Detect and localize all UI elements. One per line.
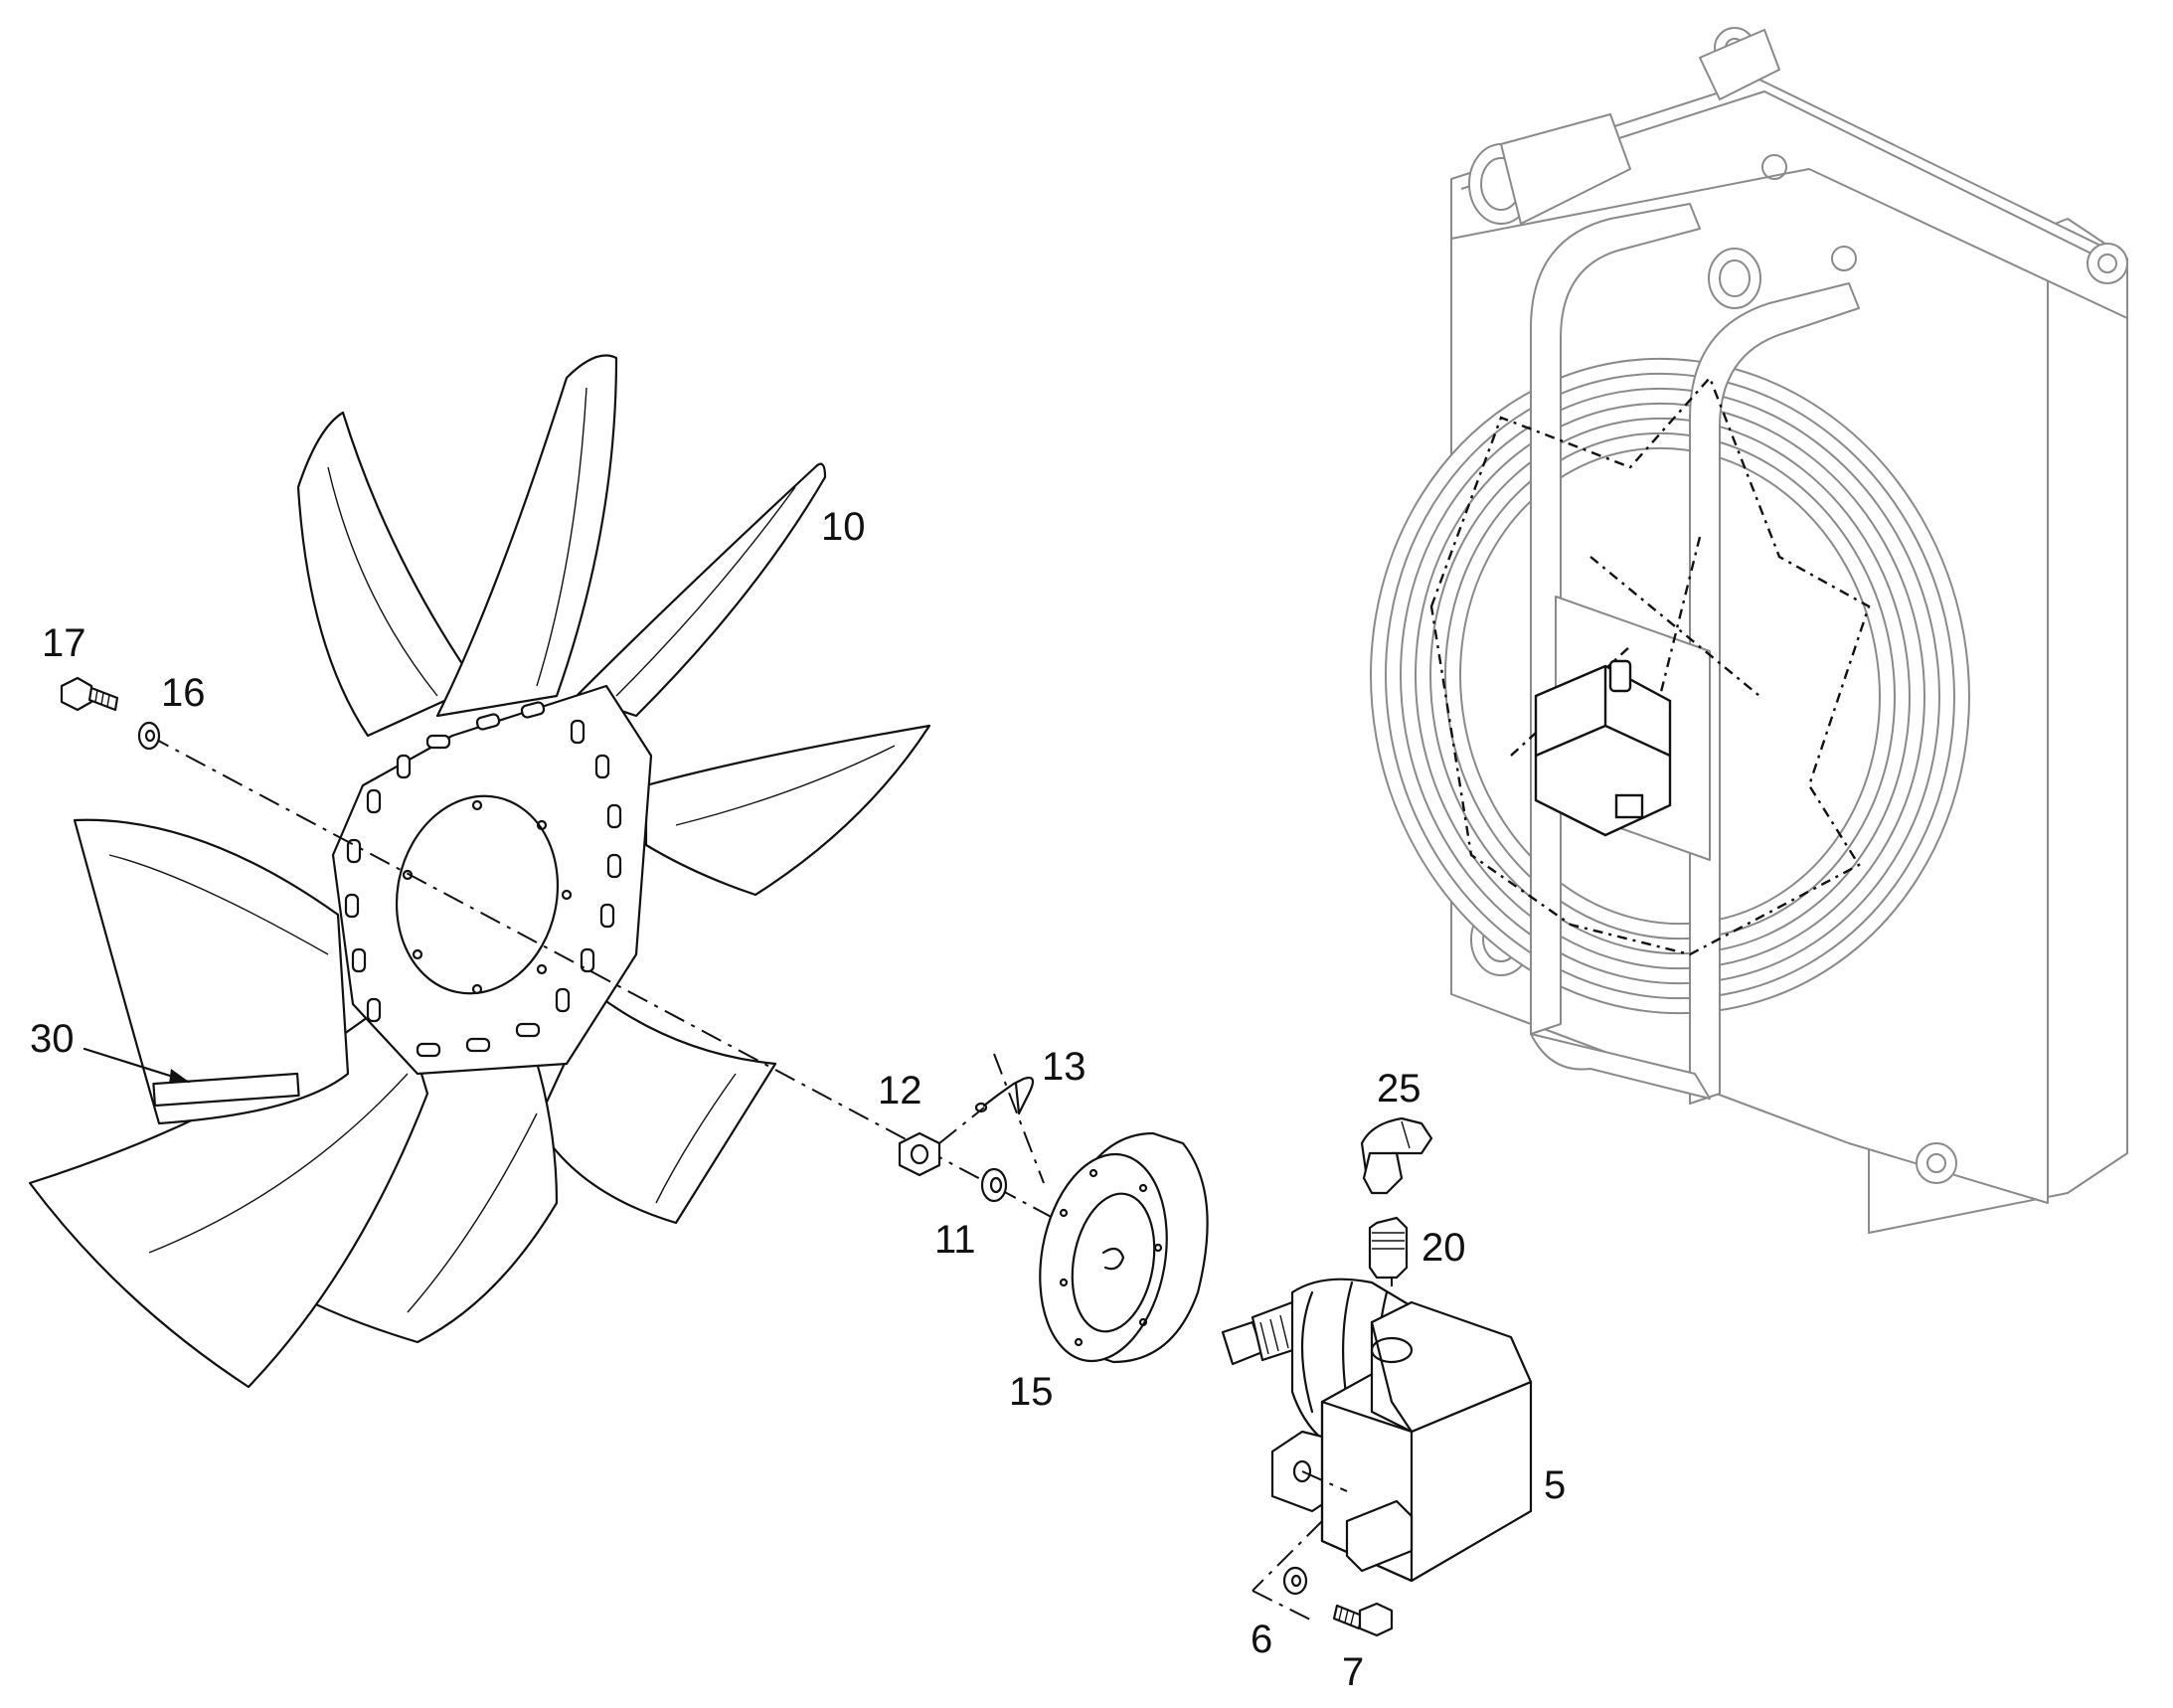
callout-labels: 10 17 16 30 12 13 11 15 25 20 5 6 7 bbox=[30, 505, 1566, 1694]
callout-12: 12 bbox=[878, 1069, 922, 1112]
fan-blade bbox=[296, 411, 479, 738]
callout-16: 16 bbox=[161, 671, 206, 715]
callout-7: 7 bbox=[1342, 1650, 1364, 1694]
castle-nut-12 bbox=[898, 1131, 941, 1177]
elbow-fitting-25 bbox=[1360, 1116, 1433, 1195]
washer-11 bbox=[980, 1167, 1008, 1203]
fan-blade bbox=[73, 818, 350, 1125]
callout-11: 11 bbox=[934, 1218, 976, 1262]
fan-blade bbox=[644, 724, 931, 897]
callout-17: 17 bbox=[42, 621, 86, 665]
washer-16 bbox=[137, 721, 161, 751]
fan-assembly bbox=[28, 354, 931, 1389]
cotter-pin-13 bbox=[974, 1076, 1035, 1115]
fan-center-bore bbox=[395, 794, 560, 995]
cotter-pin-axis bbox=[938, 1107, 985, 1144]
washer-6 bbox=[1282, 1566, 1308, 1596]
callout-25: 25 bbox=[1377, 1067, 1421, 1110]
flange-15 bbox=[1039, 1131, 1209, 1364]
callout-5: 5 bbox=[1544, 1463, 1566, 1507]
callout-13: 13 bbox=[1042, 1045, 1086, 1089]
bolt-17 bbox=[60, 676, 119, 712]
radiator-context-view bbox=[1370, 27, 2128, 1234]
hydraulic-motor-5 bbox=[1221, 1278, 1533, 1583]
fan-blade bbox=[575, 462, 827, 718]
callout-15: 15 bbox=[1009, 1370, 1054, 1414]
hub-mounting-slots bbox=[344, 701, 622, 1058]
fan-blade bbox=[435, 354, 618, 718]
leader-30 bbox=[83, 1047, 191, 1084]
fan-blade bbox=[535, 992, 777, 1225]
callout-6: 6 bbox=[1251, 1618, 1272, 1661]
callout-20: 20 bbox=[1421, 1226, 1466, 1270]
callout-10: 10 bbox=[821, 505, 866, 549]
adapter-fitting-20 bbox=[1368, 1216, 1409, 1280]
bolt-7 bbox=[1332, 1602, 1394, 1637]
callout-30: 30 bbox=[30, 1017, 75, 1061]
